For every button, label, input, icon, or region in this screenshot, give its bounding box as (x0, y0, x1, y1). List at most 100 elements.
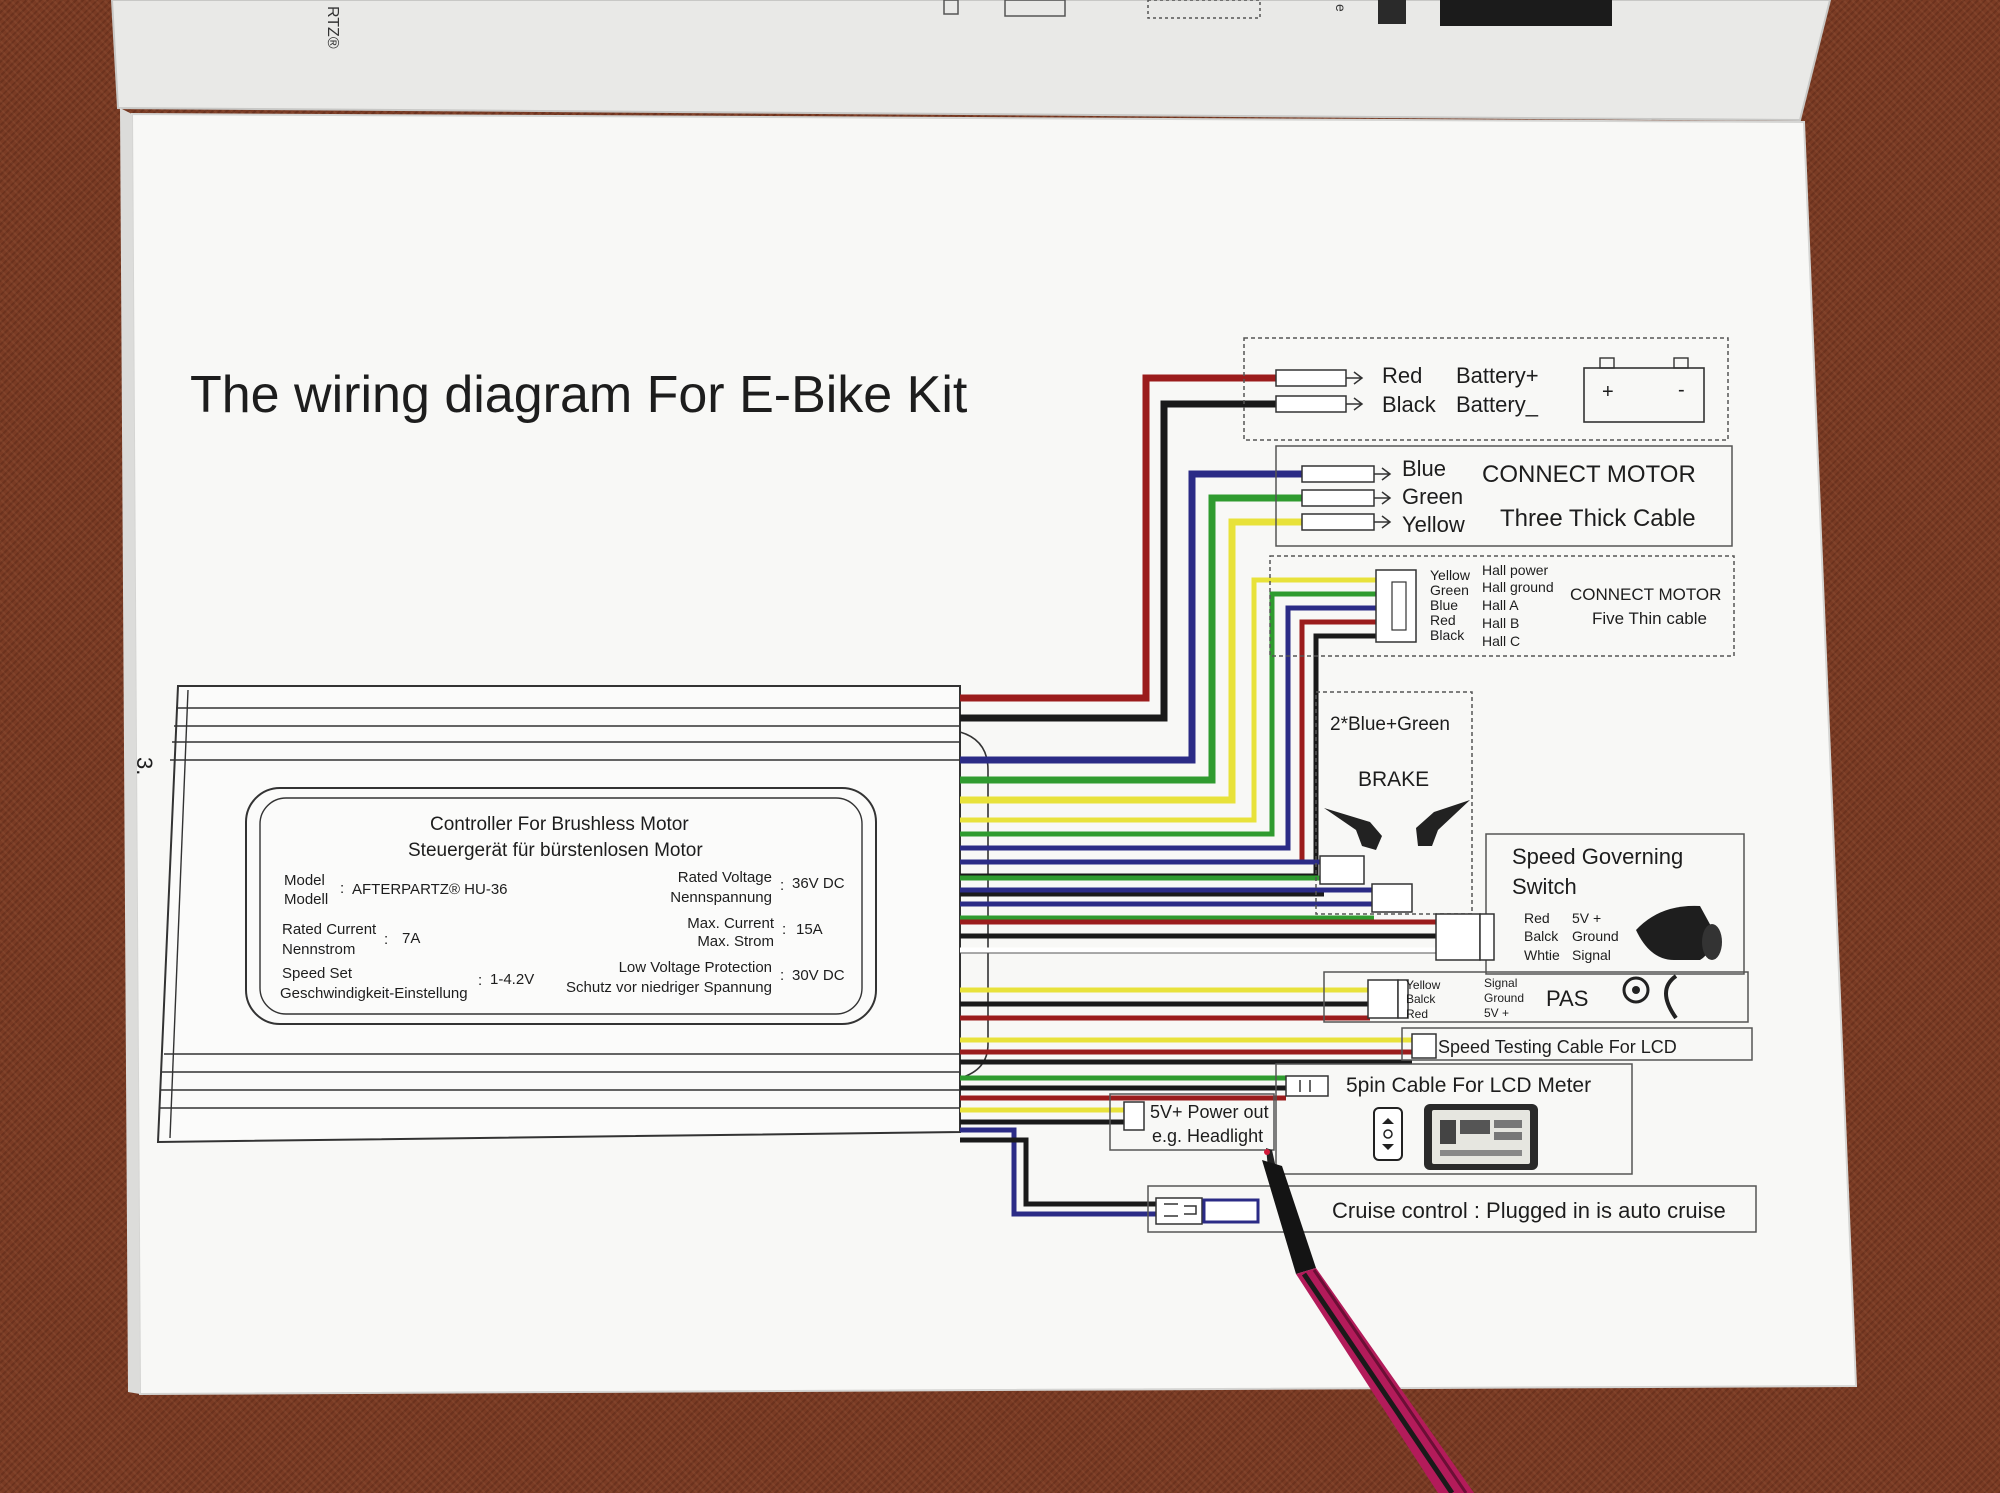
battery-plus-sign: + (1602, 381, 1614, 403)
pas-wire-red: Red (1406, 1007, 1428, 1021)
back-page: RTZ® e (110, 0, 1832, 122)
battery-plus-label: Battery+ (1456, 363, 1539, 388)
motor-thick-group: Blue Green Yellow CONNECT MOTOR Three Th… (1275, 445, 1733, 547)
pas-label: PAS (1546, 986, 1588, 1011)
model-label-en: Model (284, 872, 325, 889)
controller-box (156, 685, 989, 1144)
pen-icon (1262, 1148, 1474, 1493)
speed-switch-signal-ground: Ground (1572, 928, 1619, 944)
speed-switch-title-1: Speed Governing (1512, 844, 1683, 869)
cruise-label: Cruise control : Plugged in is auto crui… (1332, 1198, 1726, 1223)
max-current-label-en: Max. Current (687, 915, 775, 932)
battery-connector (1275, 369, 1364, 413)
pas-signal-5v: 5V + (1484, 1006, 1509, 1020)
hall-signal-a: Hall A (1482, 597, 1519, 613)
hall-signal-power: Hall power (1482, 562, 1548, 578)
max-current-colon: : (782, 921, 786, 938)
pas-sensor-icon (1622, 974, 1678, 1020)
lcd-label: 5pin Cable For LCD Meter (1346, 1074, 1591, 1097)
brake-lever-icon (1324, 800, 1470, 850)
hall-signal-c: Hall C (1482, 633, 1520, 649)
brake-label: BRAKE (1358, 768, 1429, 791)
top-fragment-e: e (1333, 4, 1349, 12)
pas-wire-black: Balck (1406, 992, 1436, 1006)
wire-harness (960, 374, 1304, 804)
speed-set-colon: : (478, 972, 482, 989)
motor-green-wire (960, 494, 1304, 784)
speed-switch-wire-red: Red (1524, 910, 1550, 926)
model-label-de: Modell (284, 891, 328, 908)
max-current-label-de: Max. Strom (697, 933, 774, 950)
speed-switch-title-2: Switch (1512, 874, 1577, 899)
power-out-group: 5V+ Power out e.g. Headlight (1109, 1093, 1275, 1151)
hall-connector (1375, 569, 1417, 643)
hall-green-wire (960, 591, 1378, 837)
motor-thick-connectors (1301, 465, 1392, 531)
model-colon: : (340, 880, 344, 897)
cruise-group: Cruise control : Plugged in is auto crui… (1147, 1185, 1757, 1233)
battery-minus-sign: - (1678, 379, 1685, 401)
page-number: 3. (132, 757, 157, 775)
hall-yellow-wire (960, 577, 1378, 823)
battery-icon: + - (1583, 357, 1705, 423)
speed-switch-signal-5v: 5V + (1572, 910, 1601, 926)
battery-minus-label: Battery_ (1456, 392, 1539, 417)
hall-wire-black: Black (1430, 627, 1465, 643)
hall-wire-yellow: Yellow (1430, 567, 1471, 583)
speed-switch-wire-black: Balck (1524, 928, 1559, 944)
hall-wire-blue: Blue (1430, 597, 1458, 613)
max-current-value: 15A (796, 921, 823, 938)
power-out-label-2: e.g. Headlight (1152, 1126, 1263, 1146)
motor-thick-wire-yellow: Yellow (1402, 512, 1465, 537)
controller-heading-de: Steuergerät für bürstenlosen Motor (408, 840, 703, 861)
pas-group: Yellow Balck Red Signal Ground 5V + PAS (1323, 971, 1749, 1023)
speed-set-value: 1-4.2V (490, 971, 534, 988)
motor-thin-group: Yellow Green Blue Red Black Hall power H… (1269, 555, 1735, 657)
motor-blue-wire (960, 470, 1304, 764)
battery-wire-black: Black (1382, 392, 1437, 417)
hall-blue-wire (960, 605, 1378, 851)
lcd-remote-icon (1373, 1107, 1403, 1161)
motor-thick-label-2: Three Thick Cable (1500, 505, 1696, 532)
hall-wire-green: Green (1430, 582, 1469, 598)
lcd-display-icon (1424, 1104, 1538, 1170)
top-logo-fragment: RTZ® (324, 6, 341, 49)
rated-current-label-de: Nennstrom (282, 941, 355, 958)
battery-black-wire (960, 400, 1286, 722)
pas-signal-signal: Signal (1484, 976, 1517, 990)
power-out-label-1: 5V+ Power out (1150, 1102, 1269, 1122)
low-voltage-value: 30V DC (792, 967, 845, 984)
hall-signal-b: Hall B (1482, 615, 1519, 631)
speed-switch-signal-signal: Signal (1572, 947, 1611, 963)
speed-testing-label: Speed Testing Cable For LCD (1438, 1037, 1677, 1057)
wire-harness-thin (960, 577, 1436, 1217)
pas-wire-yellow: Yellow (1406, 978, 1441, 992)
diagram-title: The wiring diagram For E-Bike Kit (190, 366, 968, 424)
throttle-icon (1636, 905, 1722, 960)
motor-yellow-wire (960, 518, 1304, 804)
model-value: AFTERPARTZ® HU-36 (352, 881, 508, 898)
controller-heading-en: Controller For Brushless Motor (430, 814, 689, 835)
speed-set-label-de: Geschwindigkeit-Einstellung (280, 985, 468, 1002)
hall-signal-ground: Hall ground (1482, 579, 1554, 595)
rated-current-colon: : (384, 931, 388, 948)
battery-wire-red: Red (1382, 363, 1422, 388)
motor-thick-label-1: CONNECT MOTOR (1482, 461, 1696, 488)
pas-signal-ground: Ground (1484, 991, 1524, 1005)
rated-current-value: 7A (402, 930, 420, 947)
battery-red-wire (960, 374, 1286, 702)
motor-thick-wire-green: Green (1402, 484, 1463, 509)
low-voltage-label-en: Low Voltage Protection (619, 959, 772, 976)
battery-group: Red Black Battery+ Battery_ + - (1243, 337, 1729, 441)
rated-current-label-en: Rated Current (282, 921, 377, 938)
lcd-group: 5pin Cable For LCD Meter (1275, 1063, 1633, 1175)
speed-testing-group: Speed Testing Cable For LCD (1401, 1027, 1753, 1061)
speed-set-label-en: Speed Set (282, 965, 353, 982)
brake-wire-label: 2*Blue+Green (1330, 714, 1450, 735)
speed-switch-group: Speed Governing Switch Red Balck Whtie 5… (1435, 833, 1745, 975)
hall-wire-red: Red (1430, 612, 1456, 628)
speed-switch-wire-white: Whtie (1524, 947, 1560, 963)
motor-thick-wire-blue: Blue (1402, 456, 1446, 481)
rated-voltage-label-de: Nennspannung (670, 889, 772, 906)
